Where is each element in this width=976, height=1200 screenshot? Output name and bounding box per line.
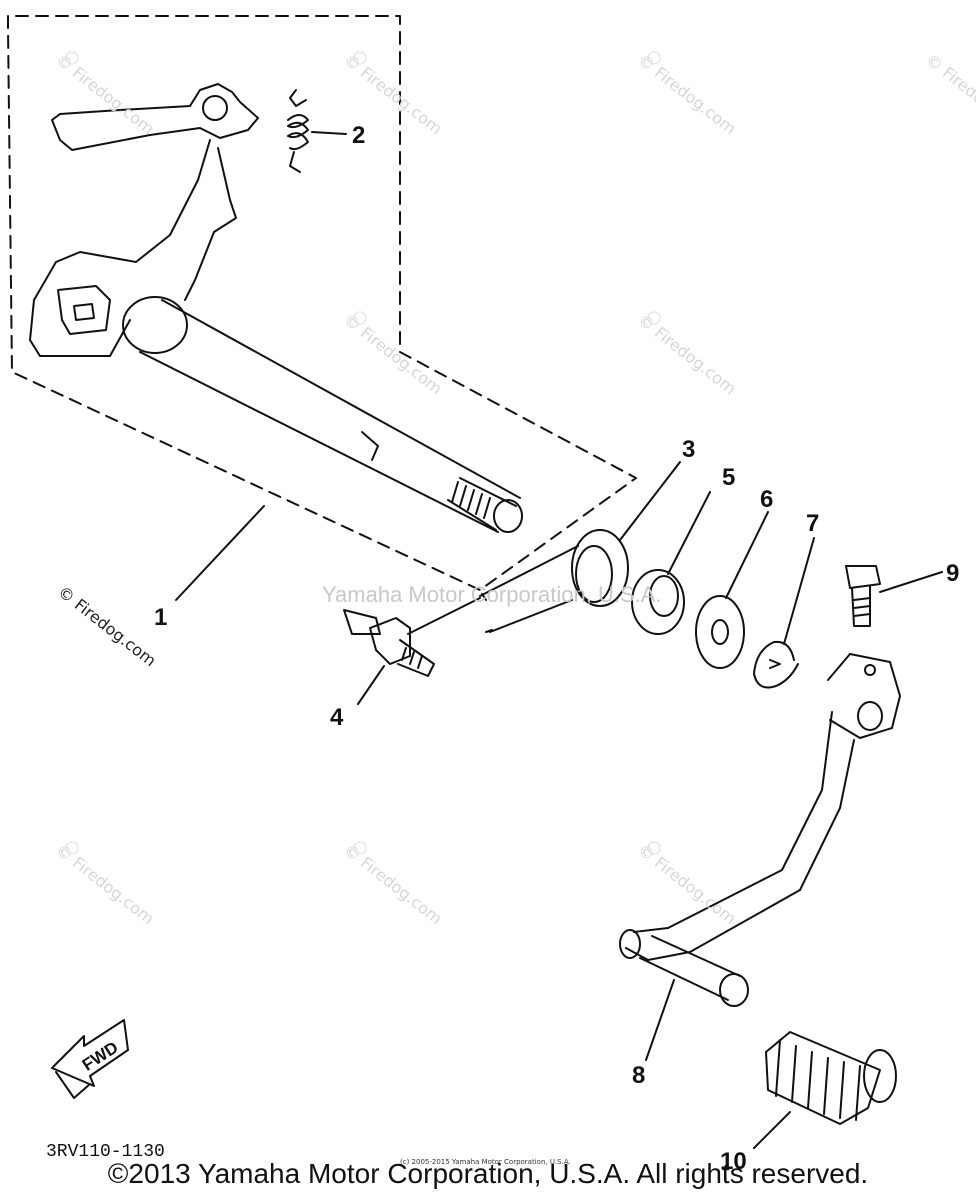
fwd-arrow-icon (51, 1019, 129, 1099)
callout-2: 2 (352, 122, 366, 149)
part-7-e-clip (753, 537, 815, 689)
callout-8: 8 (632, 1062, 646, 1089)
diagram-code: 3RV110-1130 (46, 1142, 165, 1162)
assembly-dashed-outline (7, 15, 637, 591)
callout-4: 4 (330, 704, 344, 731)
center-watermark: Yamaha Motor Corporation, U.S.A. (322, 582, 662, 607)
callout-3: 3 (682, 436, 696, 463)
callout-6: 6 (760, 486, 774, 513)
callout-7: 7 (806, 510, 820, 537)
copyright-notice: ©2013 Yamaha Motor Corporation, U.S.A. A… (107, 1158, 869, 1189)
part-3-torsion-spring (479, 461, 681, 633)
part-9-bolt (845, 565, 943, 627)
tiny-copyright: (c) 2005-2015 Yamaha Motor Corporation, … (400, 1158, 571, 1166)
part-2-spring (287, 89, 347, 173)
part-8-shift-pedal (619, 653, 901, 1061)
callout-1: 1 (154, 604, 168, 631)
callout-9: 9 (946, 560, 960, 587)
part-5-collar (631, 491, 711, 635)
part-1-leader (175, 505, 265, 601)
part-4-stud-bolt (343, 597, 481, 705)
part-10-pedal-rubber (753, 1031, 897, 1149)
part-1-shift-shaft (29, 83, 523, 533)
callout-5: 5 (722, 464, 736, 491)
callout-10: 10 (720, 1148, 747, 1175)
part-6-washer (695, 511, 769, 669)
